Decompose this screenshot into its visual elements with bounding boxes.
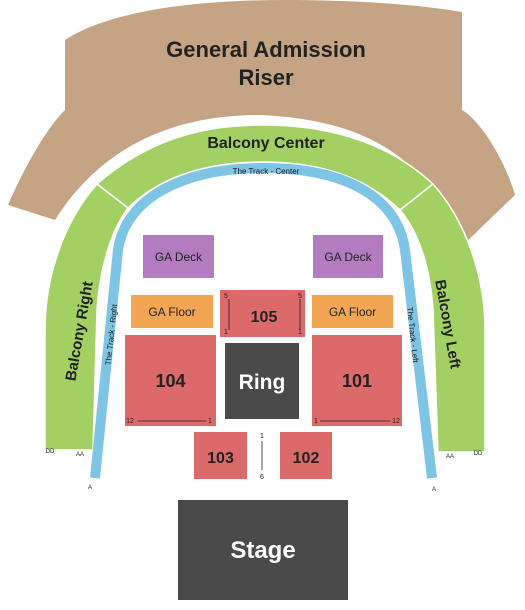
section-101-label: 101 [342,371,372,391]
section-104[interactable] [125,335,216,426]
section-track[interactable] [90,162,437,479]
section-ga-floor-right[interactable] [312,295,393,328]
stage [178,500,348,600]
ga-floor-left-label: GA Floor [148,305,195,319]
section-balcony-center-label: Balcony Center [207,135,324,152]
ga-deck-left-label: GA Deck [155,250,203,264]
section-104-seat-left: 12 [126,418,134,425]
aisle-seat-bottom: 6 [260,474,264,481]
section-balcony-right[interactable] [44,182,130,451]
balcony-right-row-aa: AA [76,452,84,458]
balcony-left-row-aa: AA [446,454,454,460]
track-center-label: The Track - Center [233,167,300,176]
track-left-row-a: A [432,487,436,493]
section-ga-riser[interactable] [8,0,515,248]
balcony-right-row-dd: DD [46,449,55,455]
section-104-seat-right: 1 [208,418,212,425]
section-balcony-left[interactable] [398,182,486,453]
section-103-label: 103 [207,450,234,467]
section-102[interactable] [280,432,332,479]
section-105-label: 105 [251,309,278,326]
balcony-left-row-dd: DD [474,451,483,457]
section-101-seat-right: 12 [392,418,400,425]
ga-deck-right-label: GA Deck [324,250,372,264]
ring-label: Ring [239,371,286,394]
ring [225,343,299,419]
aisle-seat-top: 1 [260,433,264,440]
track-left-label: The Track - Left [405,306,420,363]
section-105-seat-br: 1 [298,329,302,336]
ga-floor-right-label: GA Floor [329,305,376,319]
section-ga-riser-label-2: Riser [238,65,293,90]
section-102-label: 102 [293,450,320,467]
section-103[interactable] [194,432,247,479]
section-ga-deck-left[interactable] [143,235,214,278]
section-ga-floor-left[interactable] [131,295,213,328]
section-105-seat-tl: 5 [224,293,228,300]
section-104-label: 104 [155,371,185,391]
section-105-seat-bl: 1 [224,329,228,336]
stage-label: Stage [230,537,295,564]
section-ga-riser-label-1: General Admission [166,37,366,62]
section-105-seat-tr: 5 [298,293,302,300]
section-101-seat-left: 1 [314,418,318,425]
track-right-row-a: A [88,485,92,491]
section-ga-deck-right[interactable] [313,235,383,278]
track-right-label: The Track - Right [104,303,119,366]
section-105[interactable] [220,290,305,337]
section-101[interactable] [312,335,402,426]
